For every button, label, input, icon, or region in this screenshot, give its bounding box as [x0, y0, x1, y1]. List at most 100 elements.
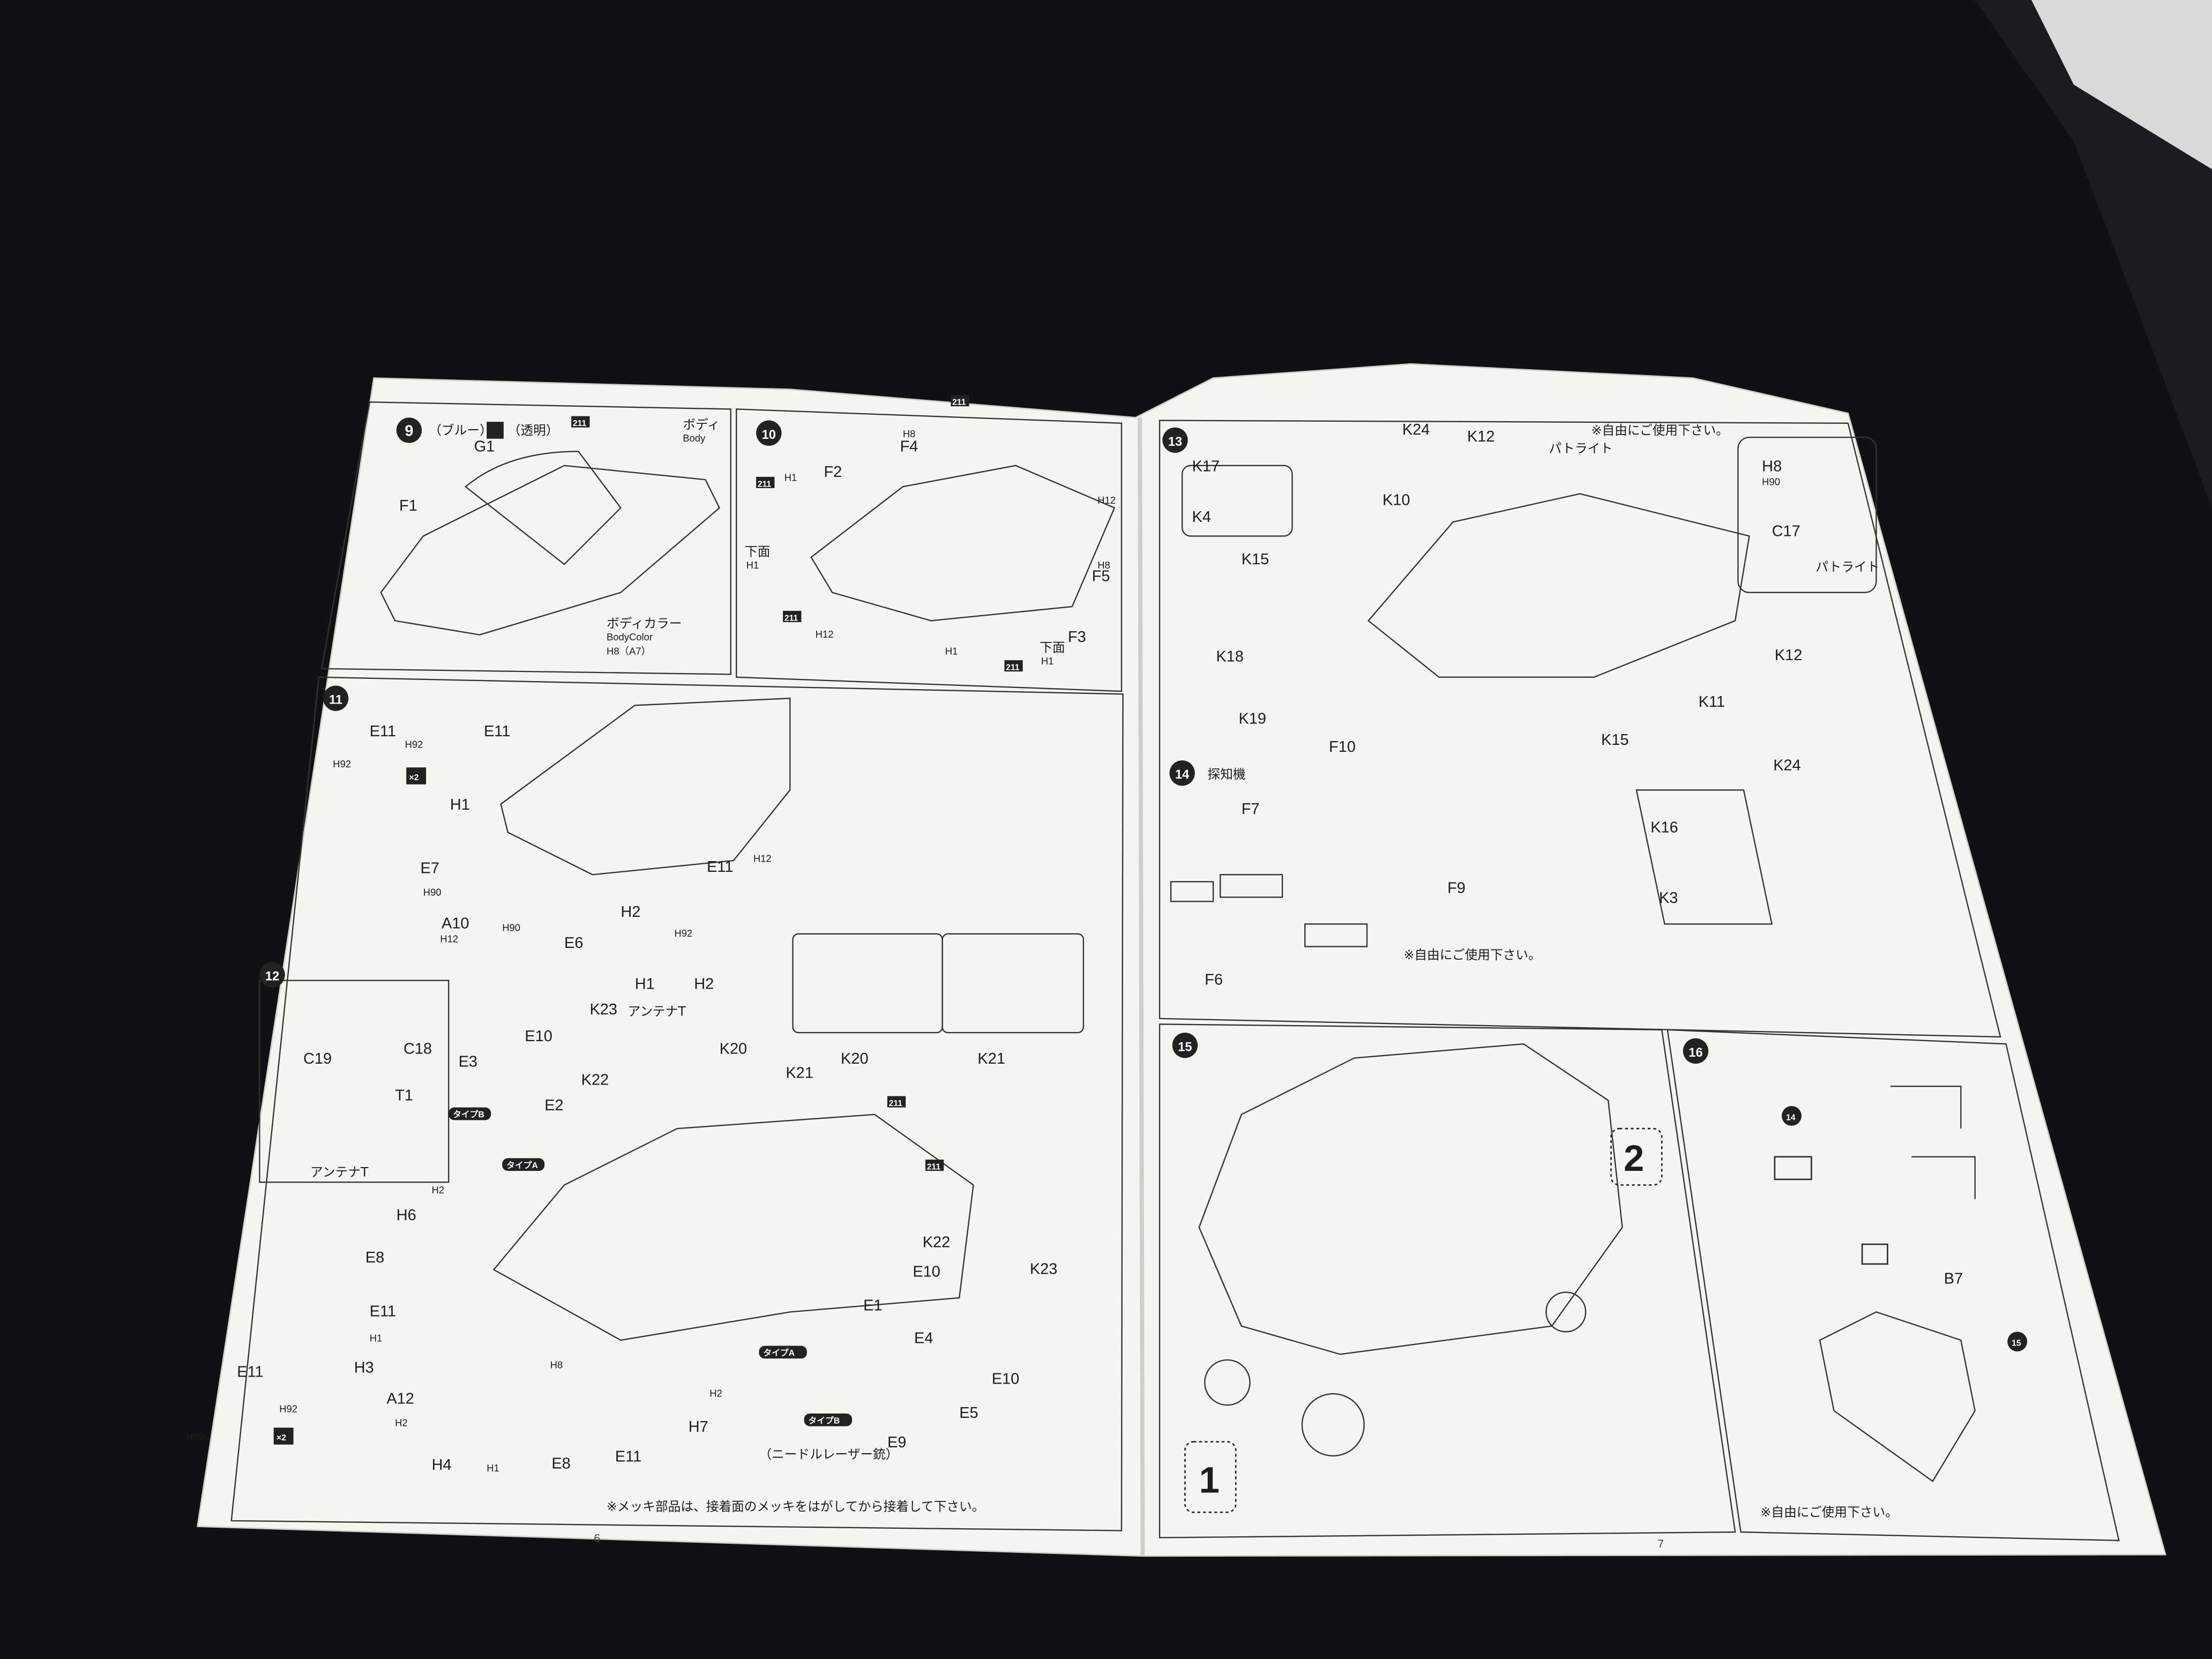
label-step11-h12a: H12 — [440, 933, 458, 945]
body-tub-drawing — [380, 465, 721, 636]
label-step12-e2: E2 — [544, 1097, 563, 1114]
label-step10-h1a: H1 — [784, 472, 797, 483]
decal-icon — [487, 422, 504, 439]
label-step10-number: 10 — [762, 428, 776, 442]
label-step11-h90b: H90 — [502, 922, 520, 933]
label-step12-e11c: E11 — [237, 1363, 263, 1380]
label-step9-bodycolor-en: BodyColor — [607, 631, 653, 642]
label-step12-antenna-t2: アンテナT — [628, 1004, 686, 1019]
label-step12-tag211b: 211 — [927, 1162, 941, 1171]
label-step11-e11b: E11 — [484, 723, 510, 740]
label-step11-h92c: H92 — [674, 928, 692, 939]
label-step10-tag211a: 211 — [952, 398, 966, 407]
label-step14-f10: F10 — [1329, 738, 1356, 756]
label-step13-patlight-b: パトライト — [1815, 559, 1879, 574]
step-9-labels: （ブルー） （透明） G1 211 ボディ Body F1 ボディカラー Bod… — [399, 416, 720, 657]
label-step12-h7: H7 — [689, 1418, 708, 1436]
step-12-number: 12 — [259, 962, 285, 988]
label-step9-f1: F1 — [399, 497, 417, 514]
label-step13-k11: K11 — [1699, 693, 1725, 711]
step-13-labels: K17 K4 K24 K12 ※自由にご使用下さい。 パトライト K10 K15… — [1192, 421, 1880, 907]
label-step13-k12b: K12 — [1775, 647, 1803, 664]
label-step13-k3: K3 — [1659, 890, 1678, 907]
step-11-number: 11 — [323, 685, 349, 711]
label-step16-ref15: 15 — [2012, 1339, 2021, 1348]
label-step10-tag211b: 211 — [758, 480, 772, 489]
label-step10-under-b: 下面 — [1040, 640, 1065, 655]
label-step12-c19: C19 — [303, 1050, 332, 1067]
label-step11-x2: ×2 — [409, 773, 419, 782]
label-step10-f5: F5 — [1092, 568, 1110, 585]
label-step14-free-use: ※自由にご使用下さい。 — [1403, 947, 1541, 962]
label-step10-f3: F3 — [1068, 629, 1086, 646]
label-step12-k23b: K23 — [1030, 1260, 1057, 1277]
step-11-labels: E11 H92 H92 ×2 E11 H1 E7 H90 A10 H12 H90… — [333, 723, 771, 992]
step-14-number: 14 — [1169, 760, 1195, 786]
step-14-labels: 探知機 F10 F7 F9 ※自由にご使用下さい。 F6 — [1205, 738, 1541, 988]
label-step12-k21a: K21 — [786, 1064, 813, 1081]
label-step14-f7: F7 — [1242, 801, 1260, 818]
label-step12-x2: ×2 — [276, 1433, 286, 1443]
label-step11-h92a: H92 — [405, 738, 423, 750]
label-step9-number: 9 — [405, 422, 413, 439]
label-step12-e11a: E11 — [370, 1303, 396, 1320]
page-number-left: 6 — [594, 1532, 600, 1544]
step-15-labels: 2 1 — [1184, 1127, 1663, 1513]
label-step9-tag211: 211 — [573, 419, 587, 428]
label-step11-h1: H1 — [450, 796, 470, 813]
label-step12-h92b: H92 — [186, 1431, 205, 1443]
label-step11-h12b: H12 — [753, 853, 772, 864]
label-step12-e8b: E8 — [551, 1455, 570, 1473]
label-step13-k18: K18 — [1216, 648, 1244, 666]
step-12-labels: C19 C18 T1 アンテナT E3 E10 K23 アンテナT K20 K2… — [186, 1001, 1058, 1514]
label-step13-h8: H8 — [1762, 458, 1782, 475]
label-step11-number: 11 — [329, 693, 342, 707]
label-step11-h2b: H2 — [694, 975, 714, 992]
label-step14-number: 14 — [1175, 768, 1190, 782]
label-step12-k22a: K22 — [581, 1072, 609, 1089]
label-step12-h1b: H1 — [487, 1462, 499, 1474]
step-10-labels: H8 F4 211 H1 F2 211 H12 下面 H1 H8 F5 211 … — [745, 395, 1116, 672]
label-step12-k21b: K21 — [977, 1050, 1005, 1067]
label-step13-k12a: K12 — [1467, 428, 1495, 445]
canopy-g1-drawing — [464, 451, 622, 565]
label-step10-h8b: H8 — [1097, 559, 1110, 571]
label-step11-h2: H2 — [621, 903, 640, 921]
sub-assembly-1-label: 1 — [1199, 1459, 1220, 1500]
label-step13-k19: K19 — [1238, 711, 1266, 728]
label-step12-e10a: E10 — [525, 1028, 552, 1045]
label-step12-e1: E1 — [863, 1297, 882, 1314]
label-step16-number: 16 — [1688, 1046, 1702, 1060]
step-13-number: 13 — [1162, 427, 1188, 453]
label-step12-k23a: K23 — [589, 1001, 617, 1018]
label-step16-ref14: 14 — [1786, 1113, 1796, 1122]
label-step13-k15a: K15 — [1242, 551, 1269, 568]
label-step13-k16: K16 — [1650, 819, 1678, 836]
label-step13-patlight-a: パトライト — [1549, 441, 1613, 456]
panel-frames — [230, 401, 2120, 1542]
label-step12-type-a1: タイプA — [506, 1160, 538, 1170]
label-step12-h1a: H1 — [370, 1333, 383, 1344]
label-step13-k15b: K15 — [1601, 731, 1629, 749]
part-drawings — [380, 451, 1976, 1482]
label-step10-h12b: H12 — [816, 629, 834, 640]
label-step9-blue: （ブルー） — [429, 423, 492, 438]
label-step12-a12: A12 — [386, 1390, 414, 1407]
label-step12-k22b: K22 — [923, 1234, 951, 1251]
label-step12-h2b: H2 — [395, 1417, 408, 1429]
label-step12-h8: H8 — [550, 1359, 563, 1371]
background-wall — [2031, 0, 2212, 169]
label-step10-h12a: H12 — [1097, 495, 1116, 506]
step-16-number: 16 — [1683, 1038, 1709, 1064]
label-step9-bodycolor-jp: ボディカラー — [607, 616, 682, 631]
label-step12-number: 12 — [265, 970, 279, 984]
label-step13-h90: H90 — [1762, 476, 1780, 488]
instruction-sheet — [197, 363, 2166, 1557]
label-step13-free-use: ※自由にご使用下さい。 — [1591, 423, 1729, 438]
label-step14-f6: F6 — [1205, 972, 1223, 989]
body-underside-drawing — [810, 465, 1116, 622]
label-step11-e6: E6 — [564, 935, 583, 952]
label-step12-e9: E9 — [887, 1434, 906, 1451]
label-step12-e10c: E10 — [992, 1371, 1020, 1388]
